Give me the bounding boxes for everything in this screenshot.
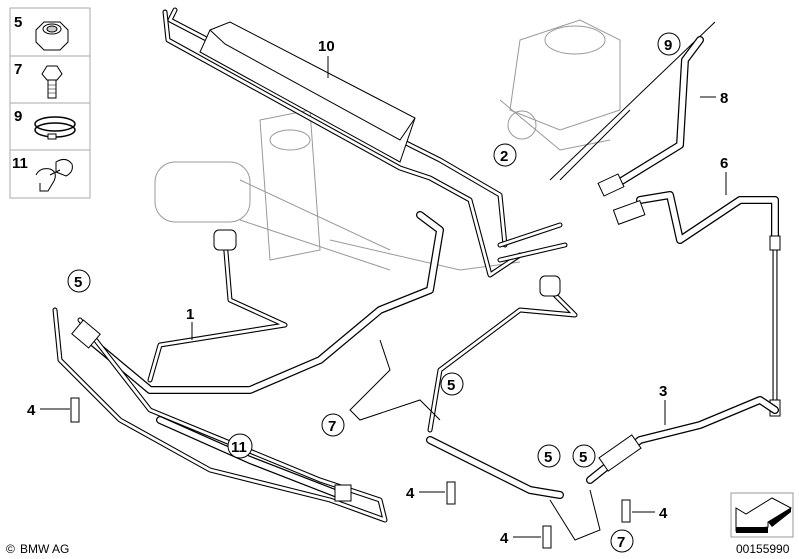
callout-5: 5: [579, 449, 587, 466]
callout-1: 1: [186, 306, 194, 323]
orientation-arrow-icon: [730, 492, 794, 538]
callout-4: 4: [27, 402, 36, 419]
hex-nut-icon: [35, 21, 69, 51]
callout-4: 4: [659, 505, 668, 522]
callout-5: 5: [544, 449, 552, 466]
callout-8: 8: [720, 90, 728, 107]
copyright-symbol: ©: [6, 542, 15, 556]
legend-label-11: 11: [12, 155, 28, 172]
legend-label-5: 5: [14, 14, 22, 31]
callout-7: 7: [617, 534, 625, 551]
hose-3: [349, 339, 779, 541]
brand-label: BMW AG: [20, 542, 69, 556]
pump-reservoir-ghost: [499, 19, 716, 181]
parts-legend: 5 7 9 11: [9, 7, 91, 199]
mounting-studs: [70, 397, 631, 549]
callout-4: 4: [500, 530, 509, 547]
callout-2: 2: [500, 148, 508, 165]
diagram-number: 00155990: [736, 542, 790, 556]
hose-6: [612, 191, 781, 417]
callout-4: 4: [406, 485, 415, 502]
pipe-clip-icon: [35, 158, 73, 192]
callout-11: 11: [231, 439, 247, 456]
footer: © BMW AG 00155990: [6, 492, 794, 556]
steering-gear-ghost: [154, 109, 521, 271]
callout-6: 6: [720, 155, 728, 172]
callouts: 10 9 8 2 6 1 5 4 11 7 5 3 5 5 4 4 4 7: [27, 32, 728, 553]
legend-label-9: 9: [14, 108, 22, 125]
hose-8: [597, 36, 704, 197]
hex-bolt-icon: [41, 65, 63, 99]
legend-label-7: 7: [14, 61, 22, 78]
callout-7: 7: [328, 418, 336, 435]
hose-clamp-icon: [34, 116, 76, 140]
callout-3: 3: [659, 383, 667, 400]
callout-5: 5: [447, 377, 455, 394]
cooler-pipe-10: [162, 7, 568, 278]
callout-5: 5: [74, 274, 82, 291]
callout-10: 10: [318, 38, 335, 55]
callout-9: 9: [664, 37, 672, 54]
pressure-line-1: [86, 211, 578, 433]
